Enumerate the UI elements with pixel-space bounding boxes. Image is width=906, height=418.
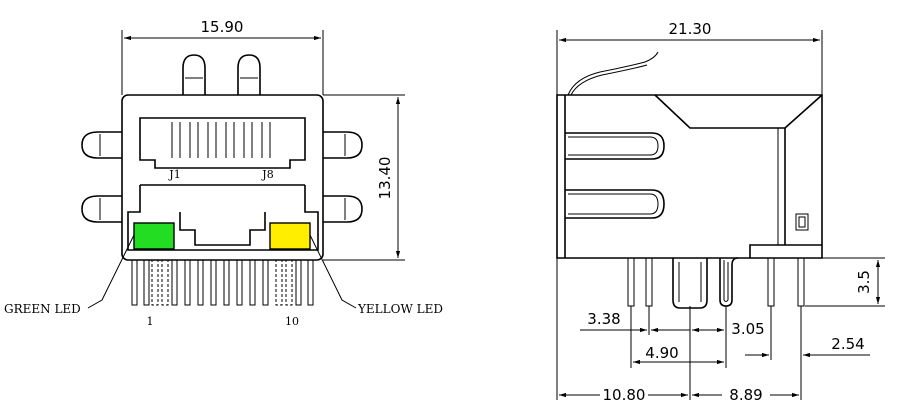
dim-3-38: 3.38 xyxy=(587,310,620,328)
pin-array xyxy=(131,259,314,306)
pin-number-1: 1 xyxy=(147,315,154,328)
yellow-led-label: YELLOW LED xyxy=(357,302,443,316)
width-dimension: 15.90 xyxy=(201,18,244,36)
lead-length-dimension: 3.5 xyxy=(855,270,873,294)
pin-label-j8: J8 xyxy=(261,168,273,181)
green-led-label: GREEN LED xyxy=(4,302,81,316)
pin-number-10: 10 xyxy=(285,315,299,328)
length-dimension: 21.30 xyxy=(669,20,712,38)
dim-10-80: 10.80 xyxy=(603,386,646,404)
pin-label-j1: J1 xyxy=(168,168,180,181)
dim-2-54: 2.54 xyxy=(831,335,864,353)
side-view: 21.30 xyxy=(556,20,885,404)
dim-8-89: 8.89 xyxy=(729,386,762,404)
dim-3-05: 3.05 xyxy=(731,320,764,338)
side-leads xyxy=(627,257,805,309)
yellow-led xyxy=(269,222,311,250)
dim-4-90: 4.90 xyxy=(645,344,678,362)
contact-fingers xyxy=(171,122,271,158)
front-view: 15.90 J1 J8 xyxy=(4,18,443,328)
green-led xyxy=(133,222,175,250)
height-dimension: 13.40 xyxy=(376,157,394,200)
